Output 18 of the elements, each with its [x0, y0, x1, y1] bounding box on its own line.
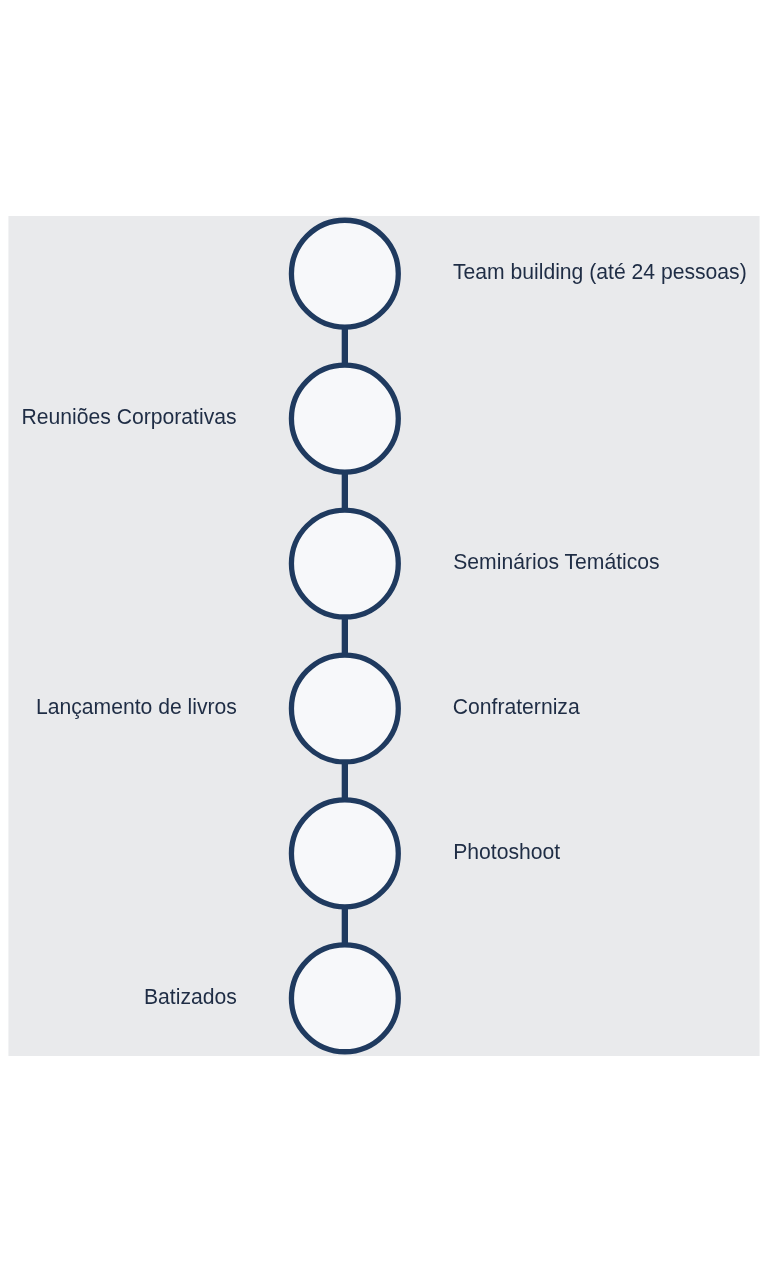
connector [341, 906, 349, 945]
connector [341, 472, 349, 510]
connector [341, 616, 349, 655]
node-circle [288, 507, 401, 620]
node-circle [288, 362, 401, 475]
node-circle [288, 217, 401, 330]
node-circle [288, 942, 401, 1055]
node-circle [288, 797, 401, 910]
node-label: Photoshoot [453, 839, 561, 863]
node-label: Lançamento de livros [35, 694, 237, 718]
node-label: Batizados [143, 984, 237, 1008]
node-label: Seminários Temáticos [453, 549, 660, 573]
connector [341, 761, 349, 800]
node-label: Reuniões Corporativas [21, 404, 237, 428]
connector [341, 327, 349, 365]
node-label: Team building (até 24 pessoas) [452, 259, 747, 283]
node-label: Confraterniza [452, 694, 580, 718]
node-circle [288, 652, 401, 765]
